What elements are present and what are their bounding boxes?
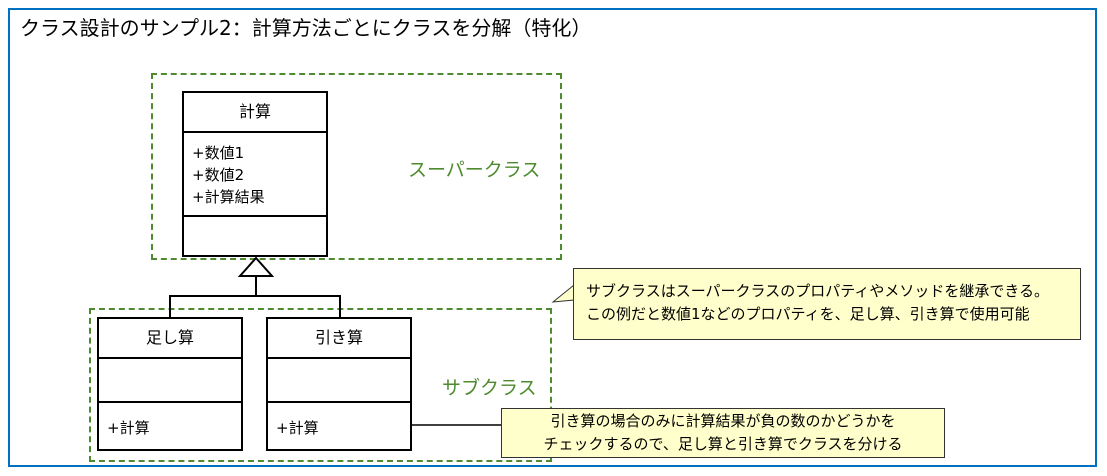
attribute: +数値1 xyxy=(192,144,245,162)
class-subtraction: 引き算 +計算 xyxy=(266,317,412,451)
diagram-frame xyxy=(8,8,1097,467)
class-name: 足し算 xyxy=(99,319,241,359)
method: +計算 xyxy=(107,419,150,437)
subclass-group xyxy=(89,308,552,462)
subclass-label: サブクラス xyxy=(442,377,537,399)
superclass-label: スーパークラス xyxy=(408,159,541,181)
inheritance-branch xyxy=(169,295,341,318)
attribute: +数値2 xyxy=(192,166,245,184)
note-line: サブクラスはスーパークラスのプロパティやメソッドを継承できる。 xyxy=(586,282,1050,300)
attribute: +計算結果 xyxy=(192,188,265,206)
superclass-group xyxy=(151,73,562,260)
diagram-title: クラス設計のサンプル2：計算方法ごとにクラスを分解（特化） xyxy=(20,16,592,40)
callout-pointer xyxy=(551,283,575,303)
inheritance-arrow-icon xyxy=(237,256,275,277)
note-line: この例だと数値1などのプロパティを、足し算、引き算で使用可能 xyxy=(586,305,1030,323)
note-line: 引き算の場合のみに計算結果が負の数のかどうかを xyxy=(550,412,896,430)
method: +計算 xyxy=(276,419,319,437)
class-name: 計算 xyxy=(184,93,326,133)
class-addition: 足し算 +計算 xyxy=(97,317,243,451)
inheritance-note: サブクラスはスーパークラスのプロパティやメソッドを継承できる。 この例だと数値1… xyxy=(573,268,1081,340)
note-line: チェックするので、足し算と引き算でクラスを分ける xyxy=(543,435,903,453)
subtraction-note: 引き算の場合のみに計算結果が負の数のかどうかを チェックするので、足し算と引き算… xyxy=(501,408,945,458)
class-name: 引き算 xyxy=(268,319,410,359)
class-calculation: 計算 +数値1 +数値2 +計算結果 xyxy=(182,91,328,257)
